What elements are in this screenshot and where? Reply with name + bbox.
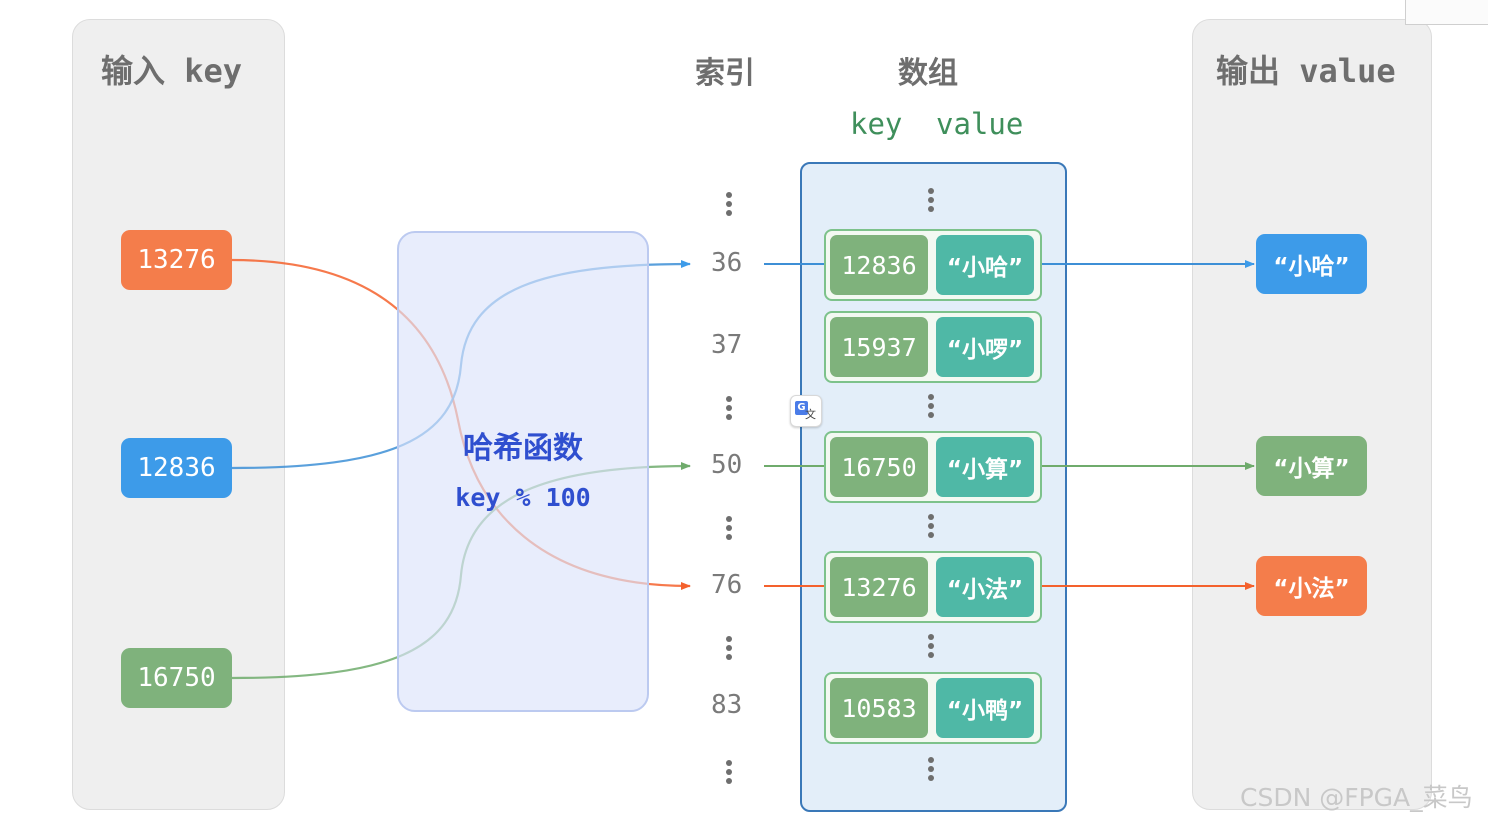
output-panel-title: 输出 value (1216, 52, 1396, 90)
bucket: 12836 “小哈” (824, 229, 1042, 301)
index-label: 37 (711, 330, 743, 360)
bucket-value: “小算” (936, 437, 1034, 497)
ellipsis-icon (928, 514, 936, 541)
output-value: “小哈” (1256, 234, 1367, 294)
ellipsis-icon (928, 634, 936, 661)
hash-function-box: 哈希函数 key % 100 (397, 231, 649, 712)
ellipsis-icon (726, 636, 734, 663)
bucket-key: 10583 (830, 678, 928, 738)
hash-function-formula: key % 100 (455, 483, 591, 512)
ellipsis-icon (928, 757, 936, 784)
corner-widget (1405, 0, 1488, 25)
ellipsis-icon (726, 516, 734, 543)
input-key: 16750 (121, 648, 232, 708)
output-panel (1192, 19, 1432, 810)
hash-function-title: 哈希函数 (463, 431, 583, 466)
array-header-key: key (850, 107, 903, 141)
input-panel-title: 输入 key (101, 52, 243, 90)
ellipsis-icon (928, 394, 936, 421)
output-value: “小法” (1256, 556, 1367, 616)
bucket: 10583 “小鸭” (824, 672, 1042, 744)
index-label: 36 (711, 248, 743, 278)
input-key: 13276 (121, 230, 232, 290)
watermark: CSDN @FPGA_菜鸟 (1240, 783, 1473, 812)
index-label: 76 (711, 570, 743, 600)
bucket: 16750 “小算” (824, 431, 1042, 503)
bucket: 15937 “小啰” (824, 311, 1042, 383)
index-column-title: 索引 (695, 56, 755, 91)
ellipsis-icon (928, 188, 936, 215)
bucket-value: “小哈” (936, 235, 1034, 295)
ellipsis-icon (726, 760, 734, 787)
input-key: 12836 (121, 438, 232, 498)
index-label: 50 (711, 450, 743, 480)
bucket: 13276 “小法” (824, 551, 1042, 623)
bucket-value: “小鸭” (936, 678, 1034, 738)
bucket-value: “小啰” (936, 317, 1034, 377)
index-label: 83 (711, 690, 743, 720)
ellipsis-icon (726, 396, 734, 423)
bucket-key: 12836 (830, 235, 928, 295)
ellipsis-icon (726, 192, 734, 219)
bucket-key: 16750 (830, 437, 928, 497)
bucket-value: “小法” (936, 557, 1034, 617)
bucket-key: 15937 (830, 317, 928, 377)
output-value: “小算” (1256, 436, 1367, 496)
array-header-value: value (936, 107, 1024, 141)
bucket-key: 13276 (830, 557, 928, 617)
array-column-title: 数组 (898, 56, 958, 91)
